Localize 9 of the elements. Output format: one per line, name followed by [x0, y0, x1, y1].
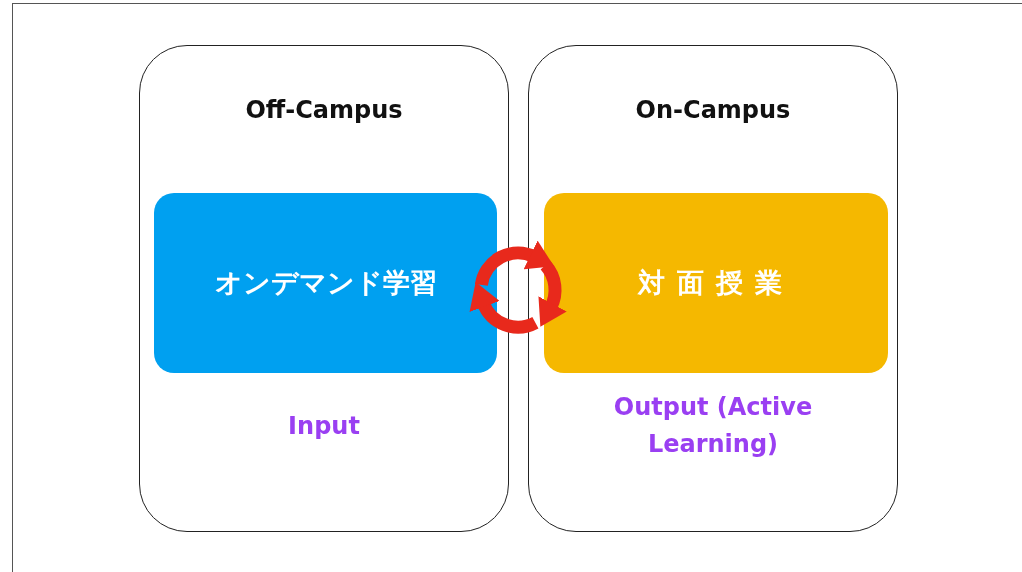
learning-box: オンデマンド学習 — [154, 193, 497, 373]
panel-note: Output (Active Learning) — [612, 392, 814, 460]
panel-heading: On-Campus — [634, 96, 792, 124]
panel-box — [528, 45, 898, 532]
panel-box — [139, 45, 509, 532]
learning-box: 対面授業 — [544, 193, 888, 373]
panel-note: Input — [287, 411, 361, 442]
cycle-arrow — [470, 282, 539, 334]
panel-heading: Off-Campus — [244, 96, 404, 124]
